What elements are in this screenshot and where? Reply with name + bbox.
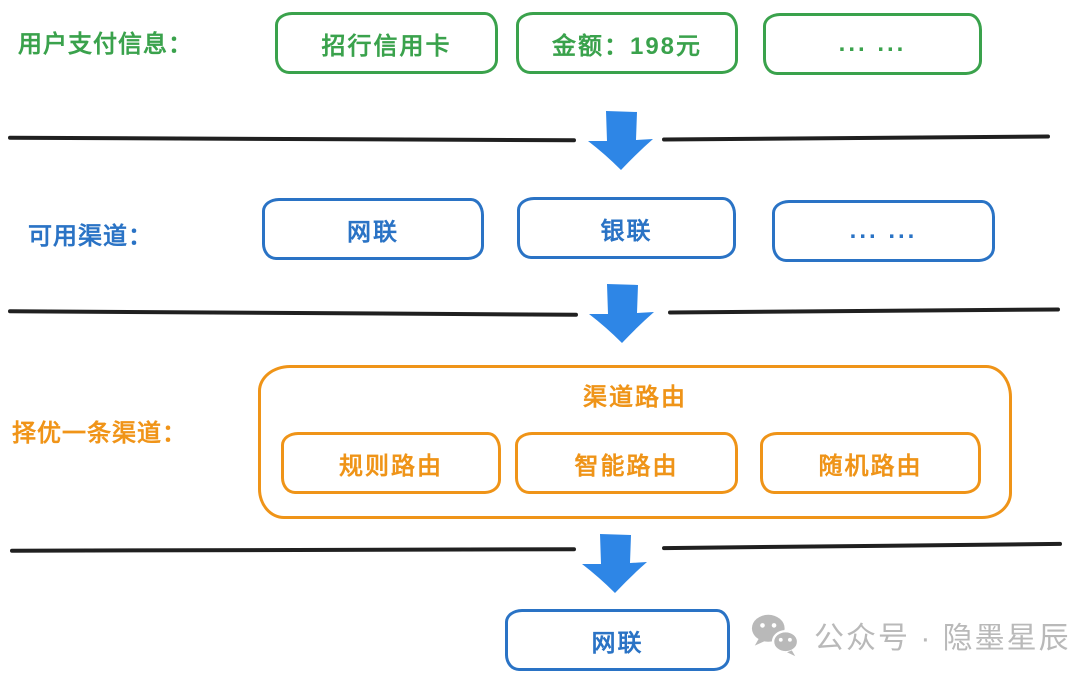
box-more-payment-info: ... ... <box>763 13 982 75</box>
down-arrow-icon <box>589 284 654 343</box>
down-arrow-icon <box>588 111 653 170</box>
result-box-netsunion: 网联 <box>505 609 730 671</box>
box-amount-198: 金额：198元 <box>516 12 738 74</box>
box-rule-routing: 规则路由 <box>281 432 501 494</box>
divider-line <box>9 547 577 553</box>
divider-line <box>7 309 579 317</box>
divider-line <box>661 134 1051 142</box>
divider-line <box>661 541 1063 551</box>
row-label-user-payment-info: 用户支付信息： <box>18 31 193 58</box>
box-random-routing: 随机路由 <box>760 432 981 494</box>
divider-line <box>667 307 1061 315</box>
down-arrow-icon <box>582 534 647 593</box>
box-cmb-credit-card: 招行信用卡 <box>275 12 498 74</box>
box-unionpay: 银联 <box>517 197 736 259</box>
channel-routing-group: 渠道路由 规则路由 智能路由 随机路由 <box>258 365 1012 519</box>
watermark: 公众号 · 隐墨星辰 <box>750 612 1071 658</box>
wechat-icon <box>751 614 800 657</box>
box-more-channels: ... ... <box>772 200 995 262</box>
box-smart-routing: 智能路由 <box>515 432 738 494</box>
group-title-channel-routing: 渠道路由 <box>583 384 687 411</box>
row-label-choose-best-channel: 择优一条渠道： <box>12 420 187 447</box>
divider-line <box>7 135 577 143</box>
watermark-text: 公众号 · 隐墨星辰 <box>814 622 1071 655</box>
box-netsunion: 网联 <box>262 198 484 260</box>
row-label-available-channels: 可用渠道： <box>28 223 153 250</box>
